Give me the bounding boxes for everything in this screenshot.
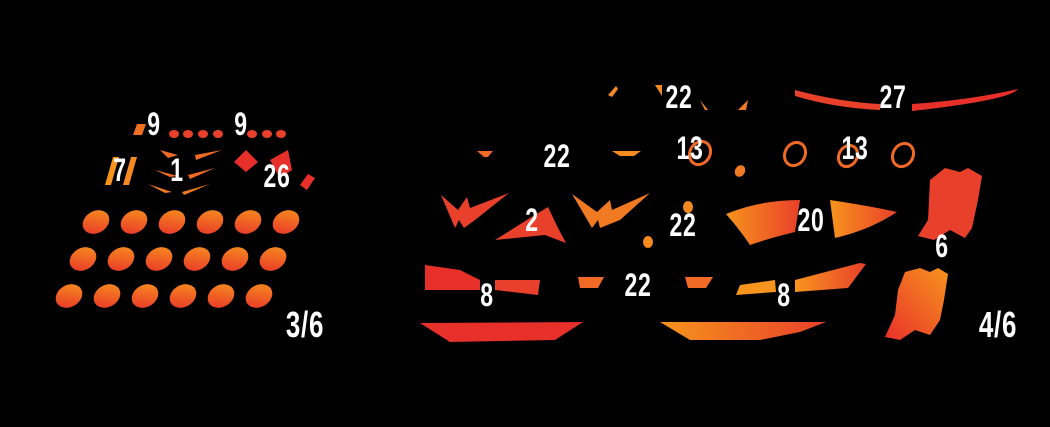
- oval-decal: [120, 210, 148, 234]
- part-number: 22: [669, 207, 697, 243]
- part-number: 27: [879, 79, 907, 115]
- oval-decal: [245, 284, 273, 308]
- dot-decal: [247, 130, 257, 138]
- part-number: 20: [797, 202, 825, 238]
- part-number: 2: [525, 202, 539, 238]
- part-number: 22: [624, 267, 652, 303]
- page-label: 3/6: [285, 304, 325, 345]
- dot-decal: [276, 130, 286, 138]
- oval-decal: [234, 210, 262, 234]
- right-misc-decals: [420, 85, 1018, 342]
- oval-decal: [145, 247, 173, 271]
- oval-decal: [259, 247, 287, 271]
- oval-decal: [221, 247, 249, 271]
- dot-decal: [262, 130, 272, 138]
- part-number: 8: [777, 277, 791, 313]
- oval-decal: [107, 247, 135, 271]
- part-number: 8: [480, 277, 494, 313]
- oval-decal: [272, 210, 300, 234]
- part-number: 1: [170, 152, 184, 188]
- part-number: 9: [147, 106, 161, 142]
- part-number: 9: [234, 106, 248, 142]
- part-number: 26: [263, 158, 291, 194]
- part-number: 22: [665, 79, 693, 115]
- oval-decal: [196, 210, 224, 234]
- oval-decal: [69, 247, 97, 271]
- oval-decal: [82, 210, 110, 234]
- page-label: 4/6: [978, 304, 1018, 345]
- dot-decal: [198, 130, 208, 138]
- oval-decal: [183, 247, 211, 271]
- oval-decal: [131, 284, 159, 308]
- small-dot-decals: [169, 130, 286, 138]
- left-misc-decals: [105, 124, 315, 195]
- oval-decal: [158, 210, 186, 234]
- oval-decals: [55, 210, 300, 308]
- oval-decal: [93, 284, 121, 308]
- oval-decal: [55, 284, 83, 308]
- part-number: 7: [113, 152, 127, 188]
- dot-decal: [169, 130, 179, 138]
- part-number: 13: [841, 130, 869, 166]
- part-number: 22: [543, 138, 571, 174]
- dot-decal: [183, 130, 193, 138]
- part-number: 6: [935, 228, 949, 264]
- part-number: 13: [676, 130, 704, 166]
- oval-decal: [207, 284, 235, 308]
- dot-decal: [213, 130, 223, 138]
- oval-decal: [169, 284, 197, 308]
